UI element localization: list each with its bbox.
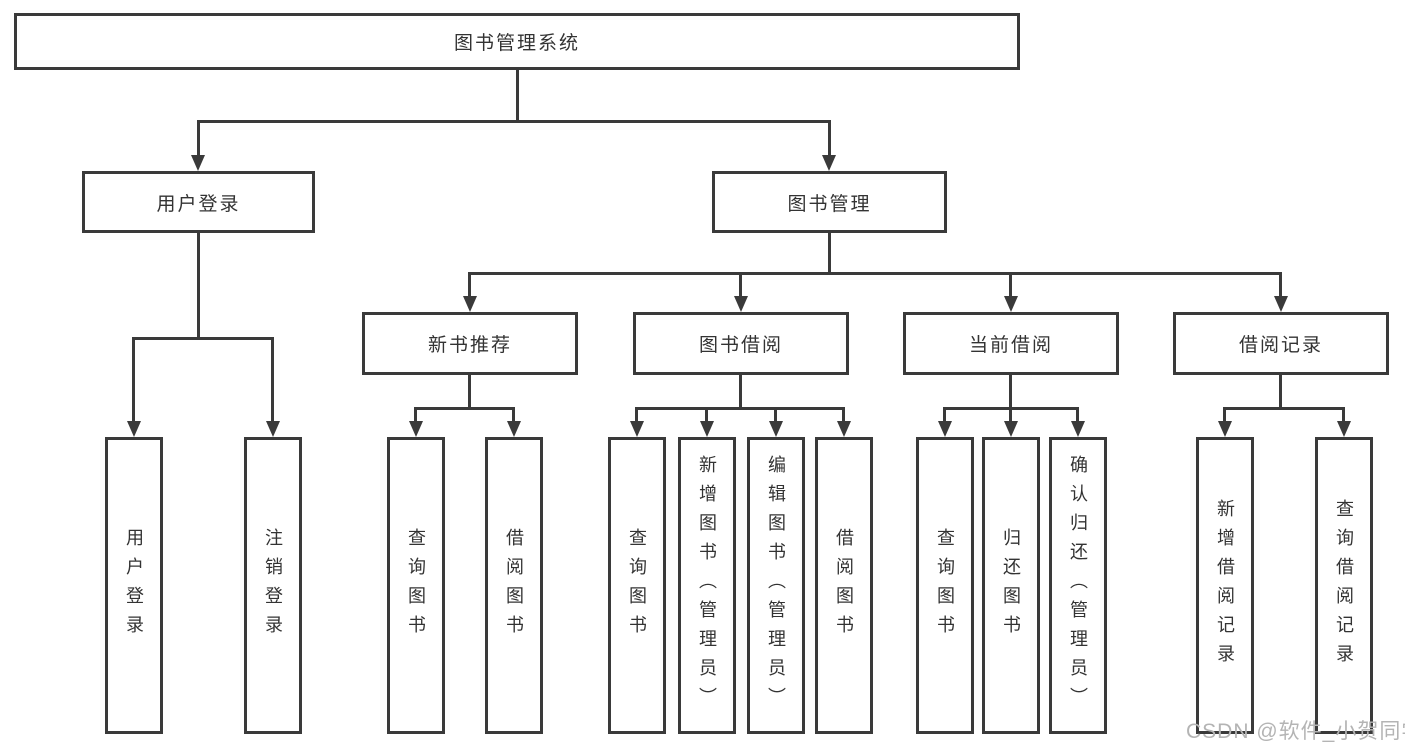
arrowhead-icon <box>734 296 748 312</box>
node-book-borrowing: 图书借阅 <box>633 312 849 375</box>
arrowhead-icon <box>630 421 644 437</box>
node-library-system: 图书管理系统 <box>14 13 1020 70</box>
connector-line <box>705 407 708 423</box>
connector-line <box>1009 272 1012 298</box>
leaf-add-book-admin: 新增图书（管理员） <box>678 437 736 734</box>
leaf-user-login: 用户登录 <box>105 437 163 734</box>
leaf-add-borrow-record: 新增借阅记录 <box>1196 437 1254 734</box>
arrowhead-icon <box>463 296 477 312</box>
leaf-logout: 注销登录 <box>244 437 302 734</box>
connector-line <box>414 407 515 410</box>
connector-line <box>1223 407 1345 410</box>
arrowhead-icon <box>266 421 280 437</box>
connector-line <box>739 272 742 298</box>
connector-line <box>635 407 845 410</box>
arrowhead-icon <box>1218 421 1232 437</box>
node-current-borrowing: 当前借阅 <box>903 312 1119 375</box>
connector-line <box>1223 407 1226 423</box>
arrowhead-icon <box>1337 421 1351 437</box>
connector-line <box>132 337 274 340</box>
connector-line <box>468 272 1282 275</box>
arrowhead-icon <box>837 421 851 437</box>
arrowhead-icon <box>1071 421 1085 437</box>
arrowhead-icon <box>822 155 836 171</box>
connector-line <box>197 120 200 156</box>
arrowhead-icon <box>769 421 783 437</box>
connector-line <box>1279 375 1282 409</box>
connector-line <box>943 407 946 423</box>
connector-line <box>414 407 417 423</box>
arrowhead-icon <box>1004 296 1018 312</box>
arrowhead-icon <box>191 155 205 171</box>
connector-line <box>1009 407 1012 423</box>
connector-line <box>1076 407 1079 423</box>
node-book-management: 图书管理 <box>712 171 947 233</box>
connector-line <box>774 407 777 423</box>
connector-line <box>1279 272 1282 298</box>
connector-line <box>197 120 831 123</box>
arrowhead-icon <box>938 421 952 437</box>
csdn-watermark: CSDN @软件_小贺同学 <box>1186 720 1405 743</box>
connector-line <box>516 70 519 120</box>
connector-line <box>468 272 471 298</box>
node-borrowing-records: 借阅记录 <box>1173 312 1389 375</box>
connector-line <box>1342 407 1345 423</box>
leaf-return-book: 归还图书 <box>982 437 1040 734</box>
connector-line <box>1009 375 1012 409</box>
connector-line <box>842 407 845 423</box>
connector-line <box>512 407 515 423</box>
arrowhead-icon <box>700 421 714 437</box>
connector-line <box>828 233 831 274</box>
connector-line <box>197 233 200 337</box>
leaf-query-book-recommend: 查询图书 <box>387 437 445 734</box>
leaf-query-borrow-record: 查询借阅记录 <box>1315 437 1373 734</box>
leaf-edit-book-admin: 编辑图书（管理员） <box>747 437 805 734</box>
arrowhead-icon <box>1004 421 1018 437</box>
connector-line <box>739 375 742 409</box>
arrowhead-icon <box>409 421 423 437</box>
arrowhead-icon <box>507 421 521 437</box>
leaf-borrow-book-recommend: 借阅图书 <box>485 437 543 734</box>
connector-line <box>271 337 274 422</box>
leaf-confirm-return-admin: 确认归还（管理员） <box>1049 437 1107 734</box>
connector-line <box>635 407 638 423</box>
arrowhead-icon <box>1274 296 1288 312</box>
node-user-login: 用户登录 <box>82 171 315 233</box>
node-new-book-recommend: 新书推荐 <box>362 312 578 375</box>
leaf-query-book-borrowing: 查询图书 <box>608 437 666 734</box>
arrowhead-icon <box>127 421 141 437</box>
connector-line <box>468 375 471 409</box>
connector-line <box>132 337 135 422</box>
connector-line <box>828 120 831 156</box>
leaf-query-book-current: 查询图书 <box>916 437 974 734</box>
leaf-borrow-book-borrowing: 借阅图书 <box>815 437 873 734</box>
